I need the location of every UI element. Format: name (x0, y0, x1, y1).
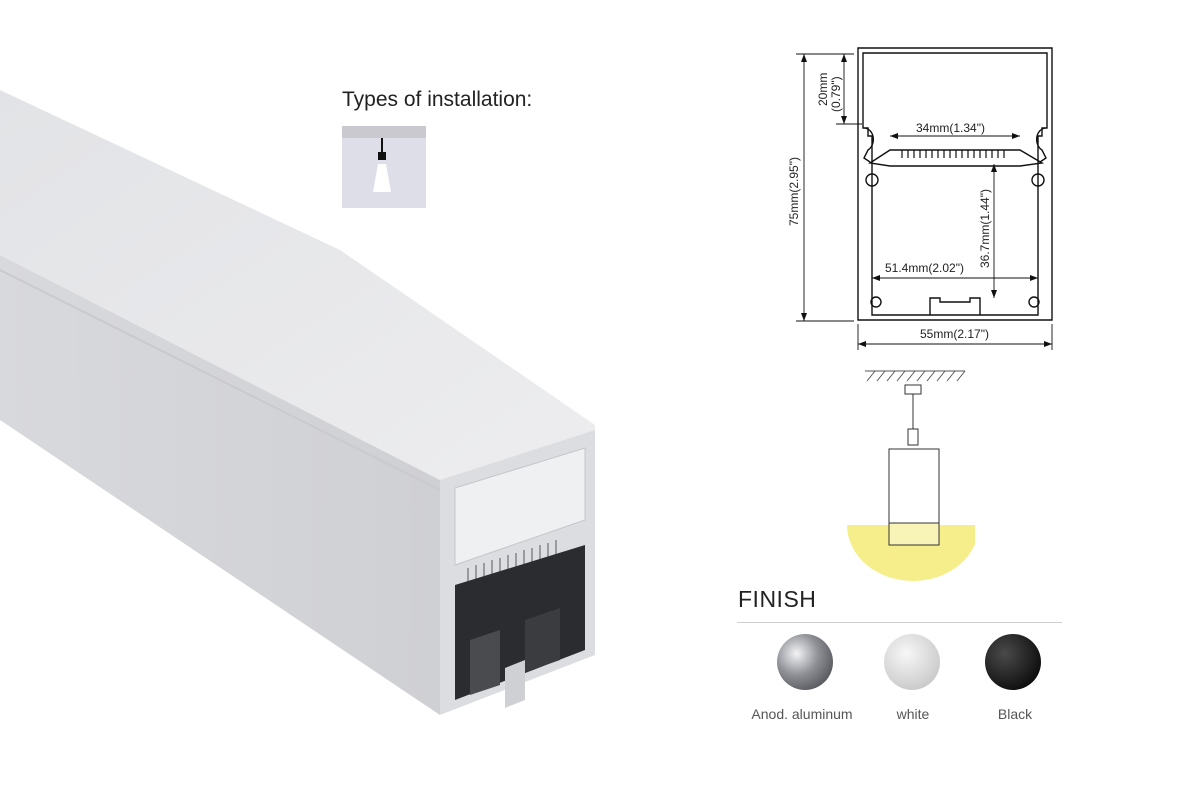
ceiling-hatch (865, 370, 966, 382)
profile-side-face (0, 255, 440, 715)
dim-top-height: 20mm (816, 73, 830, 106)
dim-inner-top-width: 34mm(1.34") (916, 121, 985, 135)
diffuser-seam (0, 269, 441, 491)
finish-divider (737, 622, 1062, 623)
finish-label-black: Black (997, 706, 1033, 722)
diffuser-front (454, 447, 586, 566)
light-glow (847, 525, 975, 581)
finish-swatch-anodized-aluminum[interactable] (775, 632, 835, 692)
led-profile-product-image (0, 90, 595, 715)
finish-title: FINISH (738, 586, 817, 612)
dim-total-height: 75mm(2.95") (787, 157, 801, 226)
finish-swatch-black[interactable] (983, 632, 1043, 692)
dim-total-width: 55mm(2.17") (920, 327, 989, 341)
pendant-fixture-illustration (847, 370, 975, 581)
dim-inner-height: 36.7mm(1.44") (978, 189, 992, 268)
dim-top-height-in: (0.79") (829, 76, 843, 112)
finish-label-anodized-aluminum: Anod. aluminum (751, 706, 853, 722)
pendant-install-icon (342, 126, 426, 208)
installation-title: Types of installation: (342, 88, 533, 111)
dim-inner-width: 51.4mm(2.02") (885, 261, 964, 275)
drawing-fins (901, 150, 1005, 158)
diffuser-top-face (0, 90, 595, 480)
finish-swatch-white[interactable] (882, 632, 942, 692)
heatsink-fins (467, 540, 557, 582)
finish-label-white: white (896, 706, 930, 722)
cross-section-drawing: 20mm (0.79") 75mm(2.95") 34mm(1.34") 36.… (787, 47, 1053, 350)
